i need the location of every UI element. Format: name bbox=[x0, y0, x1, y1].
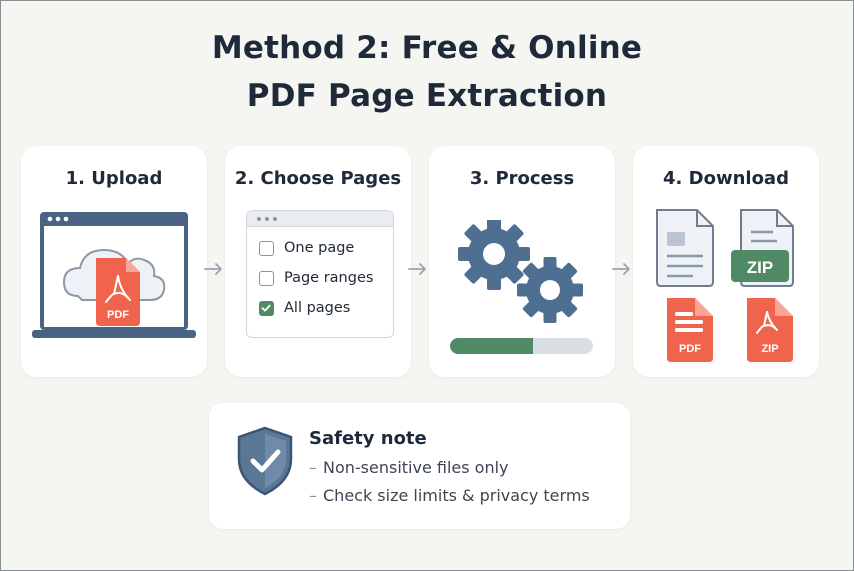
step-title: 1. Upload bbox=[65, 168, 163, 189]
zip-file-icon: ZIP bbox=[731, 209, 794, 287]
checkbox-icon[interactable] bbox=[259, 270, 274, 286]
option-page-ranges[interactable]: Page ranges bbox=[259, 268, 373, 288]
dash-bullet: – bbox=[309, 486, 317, 505]
step-title: 2. Choose Pages bbox=[234, 168, 402, 189]
step-card-process: 3. Process bbox=[429, 146, 615, 377]
option-label: One page bbox=[284, 240, 355, 256]
safety-note-card: Safety note –Non-sensitive files only –C… bbox=[209, 403, 630, 529]
step-card-upload: 1. Upload PDF bbox=[21, 146, 207, 377]
gears-icon bbox=[458, 220, 583, 323]
safety-item-text: Non-sensitive files only bbox=[323, 458, 509, 477]
safety-note-title: Safety note bbox=[309, 428, 427, 449]
step-title: 4. Download bbox=[663, 168, 789, 189]
laptop-upload-icon: PDF bbox=[32, 212, 196, 338]
progress-fill bbox=[450, 338, 533, 354]
safety-item: –Check size limits & privacy terms bbox=[309, 486, 590, 505]
zip-pdf-file-icon: ZIP bbox=[747, 298, 793, 362]
option-label: All pages bbox=[284, 300, 351, 316]
step-card-download: 4. Download ZIP PDF bbox=[633, 146, 819, 377]
dash-bullet: – bbox=[309, 458, 317, 477]
checkbox-checked-icon[interactable] bbox=[259, 300, 274, 316]
page-chooser-window: One page Page ranges All pages bbox=[246, 210, 394, 338]
safety-item-text: Check size limits & privacy terms bbox=[323, 486, 590, 505]
pdf-badge-label: PDF bbox=[679, 343, 701, 355]
shield-check-icon bbox=[237, 426, 293, 496]
window-titlebar bbox=[247, 211, 393, 227]
arrow-right-icon bbox=[408, 263, 426, 275]
pdf-file-icon: PDF bbox=[667, 298, 713, 362]
progress-bar bbox=[450, 338, 593, 354]
step-card-choose-pages: 2. Choose Pages One page Page ranges All… bbox=[225, 146, 411, 377]
option-label: Page ranges bbox=[284, 270, 374, 286]
zip-badge-label: ZIP bbox=[761, 343, 778, 355]
download-files-icons: ZIP PDF ZIP bbox=[656, 209, 794, 362]
arrow-right-icon bbox=[204, 263, 222, 275]
safety-item: –Non-sensitive files only bbox=[309, 458, 509, 477]
zip-badge-label: ZIP bbox=[747, 258, 773, 277]
page-title-line-2: PDF Page Extraction bbox=[246, 78, 608, 114]
step-title: 3. Process bbox=[469, 168, 575, 189]
arrow-right-icon bbox=[612, 263, 630, 275]
page-title-line-1: Method 2: Free & Online bbox=[211, 30, 643, 66]
option-one-page[interactable]: One page bbox=[259, 238, 354, 258]
pdf-badge-label: PDF bbox=[107, 309, 129, 321]
option-all-pages[interactable]: All pages bbox=[259, 298, 350, 318]
document-icon bbox=[656, 209, 714, 287]
checkbox-icon[interactable] bbox=[259, 240, 274, 256]
